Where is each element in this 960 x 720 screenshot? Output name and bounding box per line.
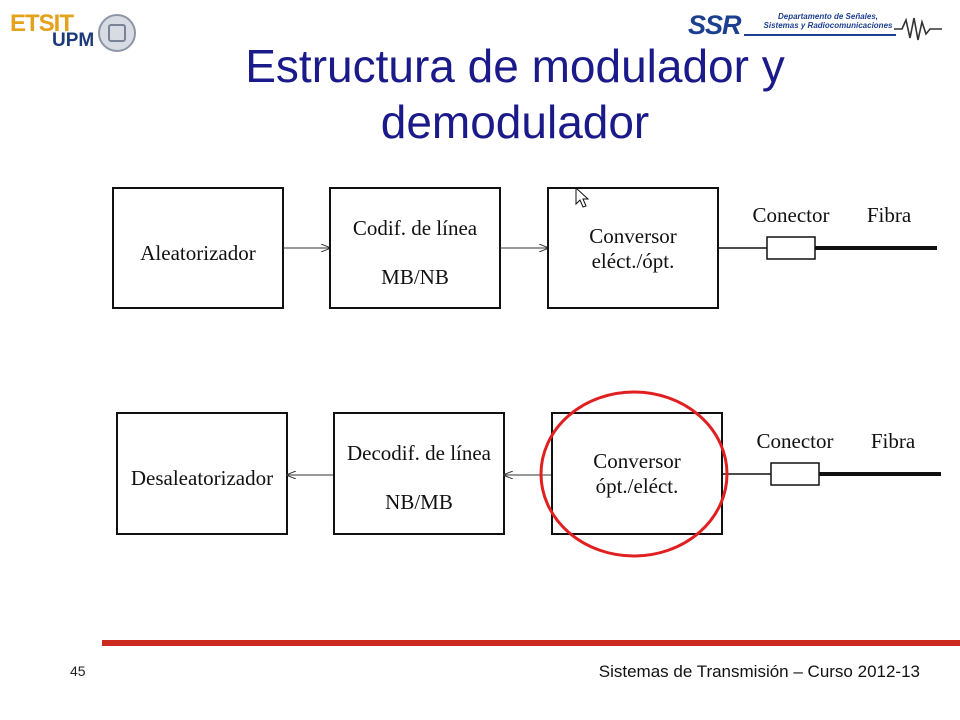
logo-etsit-text: ETSIT xyxy=(10,10,74,37)
eo-converter-label: Conversor xyxy=(589,224,677,248)
eo-converter-block xyxy=(547,187,719,309)
tx-fiber-label: Fibra xyxy=(867,203,912,227)
line-coder-block xyxy=(329,187,501,309)
footer-bar xyxy=(102,640,960,646)
course-footer: Sistemas de Transmisión – Curso 2012-13 xyxy=(598,662,920,681)
rx-connector xyxy=(770,462,820,486)
etsit-upm-logo: ETSIT UPM xyxy=(8,8,138,52)
slide-number: 45 xyxy=(70,663,86,679)
rx-fiber-label: Fibra xyxy=(871,429,916,453)
logo-underline xyxy=(744,34,896,36)
derandomizer-label: Desaleatorizador xyxy=(131,466,273,490)
tx-connector-label: Conector xyxy=(753,203,830,227)
logo-ssr-text: SSR xyxy=(688,10,742,40)
rx-connector-label: Conector xyxy=(757,429,834,453)
signal-wave-icon xyxy=(894,17,942,41)
ssr-department-logo: SSR Departamento de Señales, Sistemas y … xyxy=(688,6,948,46)
department-name: Departamento de Señales, Sistemas y Radi… xyxy=(758,12,898,30)
line-decoder-label: Decodif. de línea xyxy=(347,441,492,465)
modulator-chain: Aleatorizador Codif. de línea MB/NB Conv… xyxy=(112,186,937,309)
slide-title: Estructura de modulador y demodulador xyxy=(130,38,900,150)
demodulator-chain: Desaleatorizador Decodif. de línea NB/MB… xyxy=(116,412,941,535)
line-coder-code: MB/NB xyxy=(381,265,449,289)
logo-upm-text: UPM xyxy=(52,30,95,51)
randomizer-block xyxy=(112,187,284,309)
department-name-line1: Departamento de Señales, xyxy=(777,12,879,21)
randomizer-label: Aleatorizador xyxy=(140,241,255,265)
oe-converter-label: Conversor xyxy=(593,449,681,473)
slide-title-line1: Estructura de modulador y xyxy=(245,40,785,92)
line-coder-label: Codif. de línea xyxy=(353,216,478,240)
slide-title-line2: demodulador xyxy=(380,96,650,148)
line-decoder-code: NB/MB xyxy=(385,490,453,514)
university-seal-icon xyxy=(98,14,136,52)
eo-converter-type: eléct./ópt. xyxy=(592,249,675,273)
highlight-circle xyxy=(539,390,729,558)
department-name-line2: Sistemas y Radiocomunicaciones xyxy=(763,21,893,30)
line-decoder-block xyxy=(333,412,505,535)
mouse-cursor-icon xyxy=(575,186,590,208)
oe-converter-type: ópt./eléct. xyxy=(596,474,679,498)
oe-converter-block xyxy=(551,412,723,535)
tx-connector xyxy=(766,236,816,260)
